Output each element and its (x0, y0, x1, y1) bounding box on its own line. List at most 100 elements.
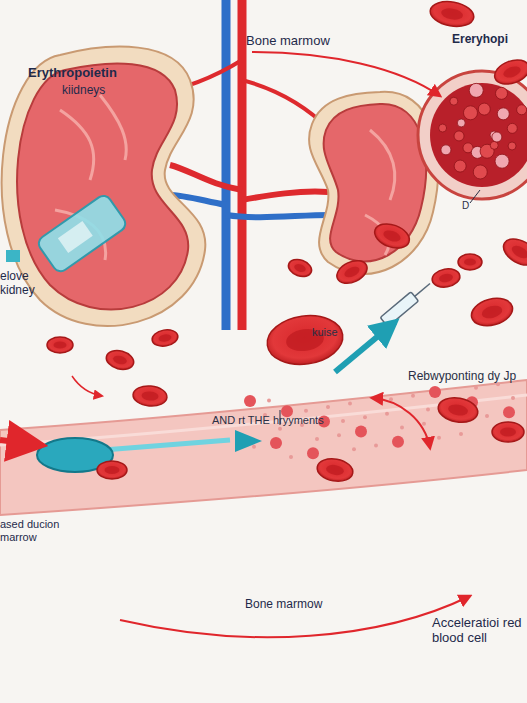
cell-body (47, 337, 73, 353)
red-blood-cell (499, 233, 527, 270)
vessel-particle (511, 396, 515, 400)
cell-body (492, 422, 524, 442)
cell-body (468, 294, 515, 330)
vessel-particle (411, 394, 415, 398)
probe-tip (235, 430, 262, 452)
red-blood-cell (286, 256, 314, 279)
marrow-cell (492, 132, 502, 142)
red-blood-cell (491, 56, 527, 89)
red-blood-cell (468, 294, 515, 330)
vessel-particle (474, 386, 478, 390)
vessel-particle (307, 447, 319, 459)
vessel-particle (459, 432, 463, 436)
cell-body (499, 233, 527, 270)
teal-arrow (335, 322, 395, 372)
red-blood-cell (315, 456, 354, 484)
cell-body (428, 0, 475, 30)
device-body (36, 193, 129, 275)
cell-center (325, 464, 344, 477)
vessel-particle (503, 406, 515, 418)
cell-center (343, 265, 361, 280)
cell-body (97, 461, 127, 479)
marrow-circle (418, 71, 527, 199)
red-blood-cell (132, 385, 168, 408)
text-label: elove kidney (0, 270, 52, 298)
cell-center (510, 243, 527, 261)
red-blood-cell (492, 422, 524, 442)
marrow-interior (430, 83, 527, 187)
marrow-cell (454, 160, 466, 172)
marrow-cell (454, 131, 464, 141)
text-label: Acceleratioi red blood cell (432, 616, 527, 646)
marrow-cell (469, 83, 483, 97)
marrow-cell (497, 108, 509, 120)
red-blood-cell (436, 395, 480, 426)
injection-device (36, 193, 129, 275)
vessel-particle (304, 409, 308, 413)
vessel-particle (270, 437, 282, 449)
blood-vessel (0, 380, 527, 515)
red-blood-cell (431, 267, 462, 290)
cell-body (315, 456, 354, 484)
marrow-cell (508, 142, 516, 150)
vessel-particle (437, 436, 441, 440)
text-label: Bone marmow (245, 598, 365, 612)
vessel-particle (374, 443, 378, 447)
renal-vein (226, 215, 330, 217)
marrow-cell (450, 97, 458, 105)
cell-body (151, 328, 179, 348)
marrow-cell (507, 123, 517, 133)
red-blood-cells (47, 0, 527, 484)
marrow-cell (463, 106, 477, 120)
vessel-particle (485, 414, 489, 418)
kidney (324, 104, 426, 262)
cell-center (54, 341, 67, 348)
cell-center (447, 403, 469, 417)
cell-body (458, 254, 482, 270)
cell-center (382, 228, 402, 243)
double-arrow (372, 398, 430, 448)
cell-center (293, 263, 307, 274)
text-label: Erythropoietin (28, 66, 158, 81)
red-blood-cell (371, 220, 412, 253)
marrow-cell (496, 87, 508, 99)
marrow-cell (439, 124, 447, 132)
cell-body (333, 256, 370, 288)
vessel-particle (363, 415, 367, 419)
device-window (58, 221, 93, 253)
red-blood-cell (97, 461, 127, 479)
vessel-particle (426, 408, 430, 412)
marrow-cell (478, 103, 490, 115)
cell-center (502, 64, 522, 79)
vessel-particle (341, 419, 345, 423)
red-blood-cell (47, 337, 73, 353)
text-label: Rebwyponting dy Jp (408, 370, 520, 384)
device-icon (6, 250, 20, 262)
cell-center (438, 273, 453, 283)
cell-center (500, 428, 516, 437)
cell-center (480, 304, 503, 321)
red-arrow (0, 440, 40, 445)
cell-center (112, 354, 128, 365)
cell-body (371, 220, 412, 253)
vessel-particle (337, 433, 341, 437)
syringe (380, 279, 434, 327)
syringe-needle (415, 284, 430, 297)
vessel-particle (392, 436, 404, 448)
marrow-cell (517, 105, 527, 115)
vessel-particle (352, 447, 356, 451)
curved-arrow (252, 52, 440, 96)
syringe-barrel (380, 292, 418, 327)
cell-body (436, 395, 480, 426)
artery (238, 0, 247, 330)
vessel-particle (400, 425, 404, 429)
text-label: kuise (312, 326, 372, 339)
vessel-particle (326, 405, 330, 409)
marrow-cell (457, 119, 465, 127)
red-blood-cell (458, 254, 482, 270)
vessel-particle (252, 445, 256, 449)
marrow-cell (441, 145, 451, 155)
vessel-particle (422, 422, 426, 426)
text-label: D (462, 200, 482, 212)
